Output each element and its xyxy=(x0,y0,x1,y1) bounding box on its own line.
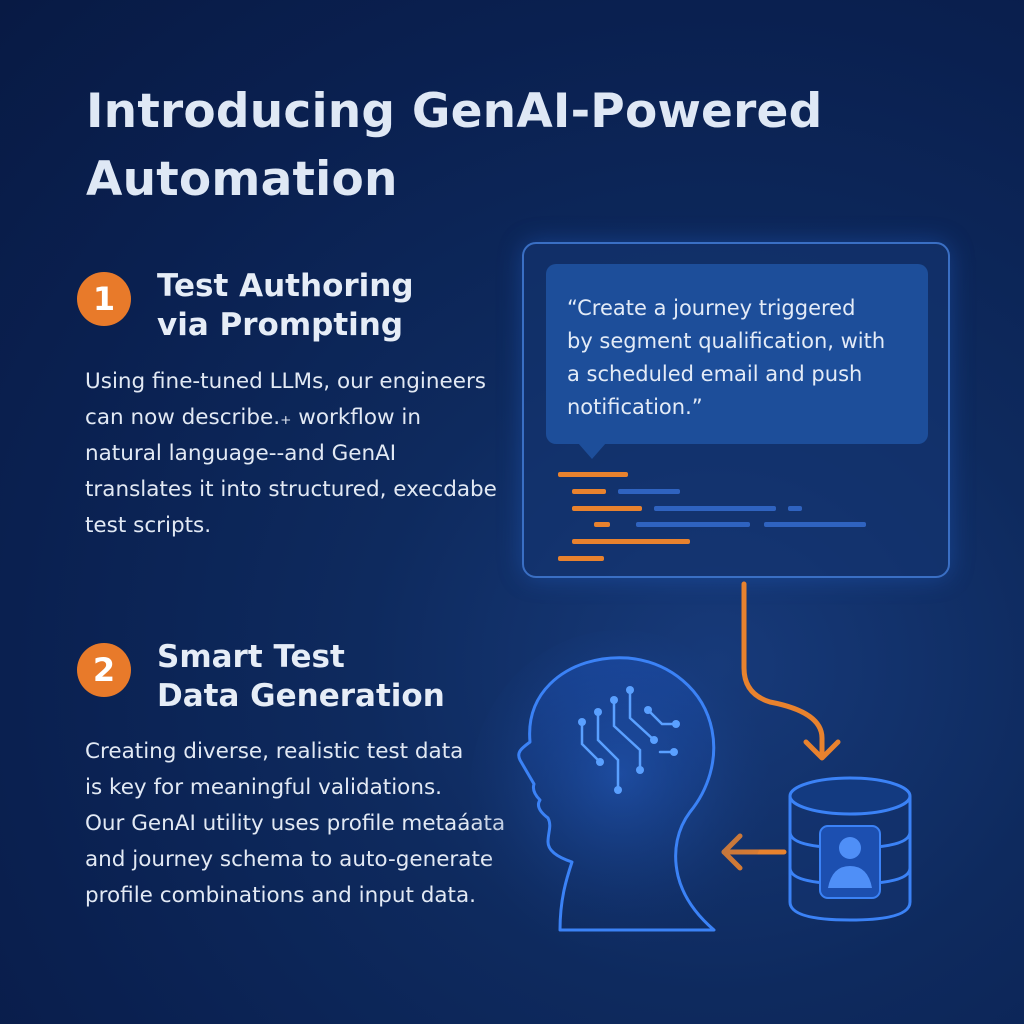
step-2-description-line: profile combinations and input data. xyxy=(85,883,476,908)
ai-head-circuit-icon xyxy=(470,630,770,950)
step-2-description-line: and journey schema to auto-generate xyxy=(85,847,494,872)
page-title-line-2: Automation xyxy=(86,152,398,207)
user-database-icon xyxy=(788,776,912,922)
step-1-title-line-1: Test Authoring xyxy=(157,268,414,304)
step-1-description-line: translates it into structured, execdabe xyxy=(85,477,497,502)
code-line xyxy=(558,472,628,477)
code-line xyxy=(558,556,604,561)
prompt-bubble xyxy=(546,264,928,444)
code-line xyxy=(572,506,642,511)
arrow-down-icon xyxy=(741,581,841,761)
step-2-title-line-2: Data Generation xyxy=(157,678,445,714)
step-1-description-line: natural language--and GenAI xyxy=(85,441,397,466)
code-line xyxy=(572,489,606,494)
prompt-quote-line: by segment qualification, with xyxy=(567,329,886,353)
prompt-quote-line: a scheduled email and push xyxy=(567,362,863,386)
code-line xyxy=(654,506,776,511)
step-1-description-line: Using fine-tuned LLMs, our engineers xyxy=(85,369,486,394)
step-1-description: Using fine-tuned LLMs, our engineers can… xyxy=(85,364,497,544)
code-line xyxy=(788,506,802,511)
step-2-title: Smart Test Data Generation xyxy=(157,638,445,716)
prompt-quote-line: “Create a journey triggered xyxy=(567,296,856,320)
code-line xyxy=(764,522,866,527)
page-title: Introducing GenAI-Powered Automation xyxy=(86,78,886,214)
step-1-number-badge: 1 xyxy=(77,272,131,326)
step-1-title-line-2: via Prompting xyxy=(157,307,404,343)
step-1-description-line: test scripts. xyxy=(85,513,212,538)
code-line xyxy=(594,522,610,527)
code-line xyxy=(618,489,680,494)
step-2-number-badge: 2 xyxy=(77,643,131,697)
prompt-quote-line: notification.” xyxy=(567,395,703,419)
step-2-description-line: Our GenAI utility uses profile metaáata xyxy=(85,811,506,836)
step-1-description-line: can now describe.₊ workflow in xyxy=(85,405,422,430)
step-2-description: Creating diverse, realistic test data is… xyxy=(85,734,505,914)
page-title-line-1: Introducing GenAI-Powered xyxy=(86,84,823,139)
prompt-bubble-tail xyxy=(578,443,606,459)
code-line xyxy=(636,522,750,527)
step-2-description-line: is key for meaningful validations. xyxy=(85,775,442,800)
step-1-title: Test Authoring via Prompting xyxy=(157,267,414,345)
step-2-title-line-1: Smart Test xyxy=(157,639,345,675)
prompt-quote: “Create a journey triggered by segment q… xyxy=(567,292,885,424)
code-line xyxy=(572,539,690,544)
step-2-description-line: Creating diverse, realistic test data xyxy=(85,739,464,764)
